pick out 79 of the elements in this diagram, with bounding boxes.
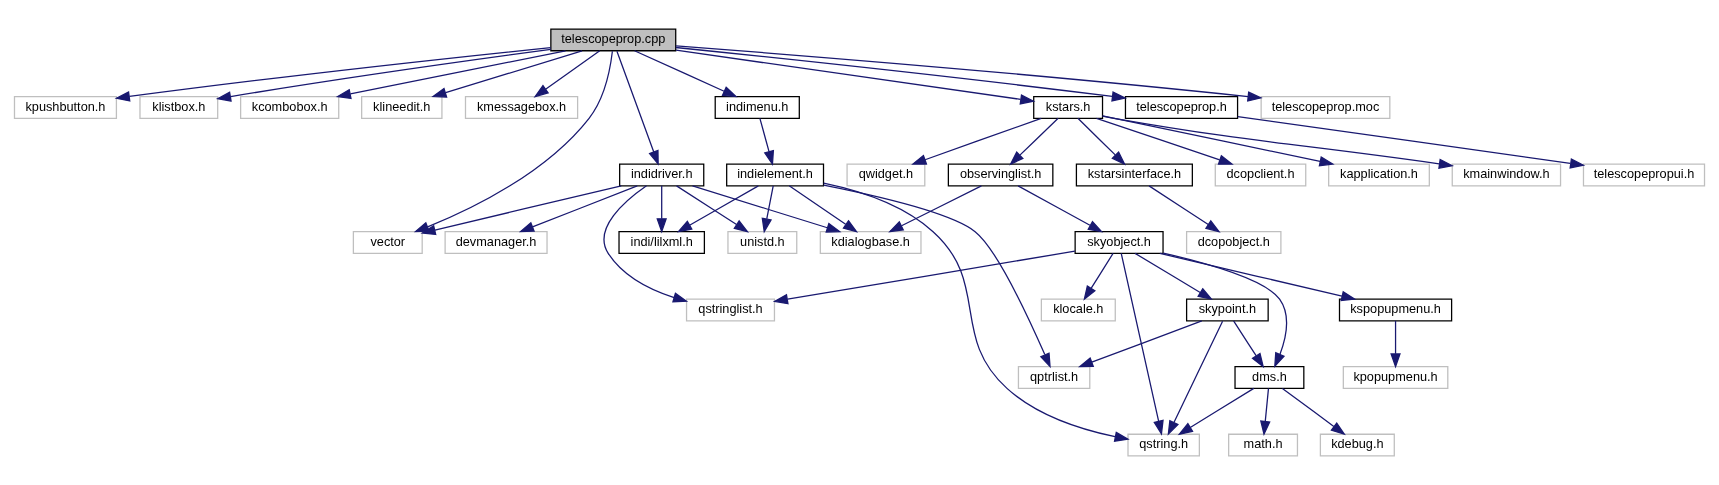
node-box: kstarsinterface.h bbox=[1075, 163, 1193, 187]
arrow bbox=[518, 185, 638, 233]
arrow bbox=[1095, 117, 1234, 165]
node-box: indi/lilxml.h bbox=[618, 231, 705, 254]
node-box: qptrlist.h bbox=[1017, 366, 1091, 389]
arrow bbox=[1177, 387, 1255, 436]
arrow bbox=[761, 185, 774, 234]
arrow bbox=[1390, 320, 1401, 369]
node-box: kapplication.h bbox=[1328, 163, 1430, 187]
arrow bbox=[1102, 115, 1455, 170]
arrow bbox=[656, 185, 668, 234]
node-box: klocale.h bbox=[1040, 298, 1116, 322]
arrow bbox=[823, 184, 1051, 369]
arrow bbox=[1259, 387, 1271, 437]
arrow bbox=[911, 117, 1042, 165]
node-box: dcopclient.h bbox=[1214, 163, 1307, 187]
arrow bbox=[431, 50, 583, 98]
arrow bbox=[420, 185, 622, 236]
node-box: kdialogbase.h bbox=[819, 231, 922, 254]
arrow bbox=[114, 46, 552, 102]
node-box: indimenu.h bbox=[714, 96, 800, 119]
node-box: telescopepropui.h bbox=[1582, 163, 1706, 187]
arrow bbox=[1077, 117, 1126, 166]
arrow bbox=[533, 50, 601, 98]
arrow bbox=[1134, 252, 1213, 301]
arrow bbox=[616, 50, 659, 166]
node-box: dcopobject.h bbox=[1185, 231, 1282, 254]
node-box: math.h bbox=[1228, 433, 1299, 457]
arrow bbox=[1232, 320, 1265, 369]
node-box: indidriver.h bbox=[619, 163, 705, 187]
arrow bbox=[633, 50, 738, 98]
node-box: telescopeprop.moc bbox=[1260, 96, 1391, 119]
node-box: telescopeprop.h bbox=[1124, 96, 1239, 119]
node-box: kpopupmenu.h bbox=[1342, 366, 1449, 389]
arrow bbox=[675, 45, 1263, 102]
node-box: unistd.h bbox=[727, 231, 798, 254]
node-box: kmessagebox.h bbox=[464, 96, 579, 119]
arrow bbox=[1167, 320, 1224, 436]
arrow bbox=[1077, 320, 1203, 368]
node-box: kpushbutton.h bbox=[13, 96, 118, 119]
node-box: klistbox.h bbox=[139, 96, 219, 119]
arrow bbox=[1009, 117, 1059, 166]
node-box: indielement.h bbox=[726, 163, 825, 187]
arrow bbox=[1083, 252, 1114, 301]
node-box: klineedit.h bbox=[361, 96, 443, 119]
arrow bbox=[603, 185, 689, 303]
node-box: observinglist.h bbox=[947, 163, 1054, 187]
arrow bbox=[1148, 185, 1221, 233]
node-box: kspopupmenu.h bbox=[1338, 298, 1453, 322]
arrow bbox=[675, 46, 1128, 102]
node-box: vector bbox=[352, 231, 423, 254]
node-box: telescopeprop.cpp bbox=[550, 28, 677, 52]
node-box: skypoint.h bbox=[1185, 298, 1269, 322]
node-box: kstars.h bbox=[1033, 96, 1104, 119]
arrow bbox=[788, 185, 859, 233]
arrow bbox=[1159, 252, 1357, 302]
node-box: kmainwindow.h bbox=[1451, 163, 1562, 187]
arrow bbox=[691, 185, 842, 233]
node-box: skyobject.h bbox=[1074, 231, 1164, 254]
arrow bbox=[1120, 252, 1164, 436]
node-box: qwidget.h bbox=[846, 163, 926, 187]
node-box: qstringlist.h bbox=[685, 298, 776, 322]
arrow bbox=[772, 250, 1076, 305]
arrow bbox=[1101, 115, 1335, 167]
arrow bbox=[759, 117, 775, 166]
arrow bbox=[335, 50, 567, 100]
arrow bbox=[1281, 387, 1346, 436]
arrow bbox=[888, 185, 983, 233]
node-box: devmanager.h bbox=[444, 231, 548, 254]
arrow bbox=[675, 49, 1036, 105]
arrow bbox=[1017, 185, 1104, 233]
node-box: qstring.h bbox=[1127, 433, 1200, 457]
node-box: kdebug.h bbox=[1319, 433, 1395, 457]
arrow bbox=[1162, 252, 1288, 368]
arrow bbox=[1237, 116, 1586, 169]
node-box: dms.h bbox=[1234, 366, 1305, 389]
arrow bbox=[823, 182, 1130, 442]
arrow bbox=[215, 48, 552, 102]
node-box: kcombobox.h bbox=[240, 96, 340, 119]
